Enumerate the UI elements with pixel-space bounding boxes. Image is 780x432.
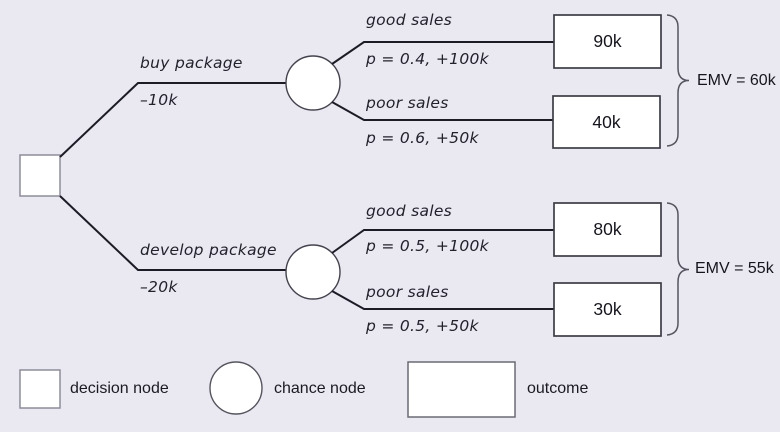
- branch-cost-develop-package: –20k: [140, 278, 178, 296]
- outcome-box-80k: [553, 202, 662, 257]
- emv-label-buy: EMV = 60k: [697, 72, 776, 89]
- branch-line-buy-package: [59, 82, 286, 158]
- emv-label-develop: EMV = 55k: [695, 260, 774, 277]
- branch-label-buy-package: buy package: [140, 54, 243, 72]
- outcome-value-30k: 30k: [593, 299, 622, 319]
- outcome-box-30k: [553, 282, 662, 337]
- branch-cost-buy-package: –10k: [140, 91, 178, 109]
- branch-label-develop-package: develop package: [140, 241, 277, 259]
- outcome-line-buy-poor: [331, 101, 553, 121]
- probability-label-buy-good: p = 0.4, +100k: [366, 50, 489, 68]
- decision-node-square: [19, 154, 61, 197]
- outcome-value-40k: 40k: [592, 111, 621, 132]
- outcome-value-80k: 80k: [593, 219, 622, 239]
- outcome-box-90k: [553, 14, 662, 69]
- legend-label-chance-node: chance node: [274, 380, 366, 397]
- legend-decision-square: [19, 369, 61, 409]
- outcome-label-develop-poor: poor sales: [366, 283, 449, 301]
- outcome-label-develop-good: good sales: [366, 202, 453, 220]
- brace-emv-develop: [666, 202, 690, 336]
- probability-label-buy-poor: p = 0.6, +50k: [366, 129, 479, 147]
- outcome-line-develop-good: [331, 229, 554, 254]
- chance-node-circle-develop: [285, 244, 341, 300]
- legend-outcome-rect: [407, 361, 516, 418]
- outcome-line-buy-good: [331, 41, 554, 65]
- outcome-line-develop-poor: [331, 290, 554, 310]
- legend-chance-circle: [209, 361, 263, 415]
- legend-label-decision-node: decision node: [70, 380, 169, 397]
- outcome-label-buy-good: good sales: [366, 11, 453, 29]
- outcome-value-90k: 90k: [593, 31, 622, 51]
- probability-label-develop-good: p = 0.5, +100k: [366, 237, 489, 255]
- branch-line-develop-package: [59, 195, 287, 271]
- legend-label-outcome: outcome: [527, 380, 589, 397]
- outcome-box-40k: [552, 95, 661, 149]
- brace-emv-buy: [666, 14, 690, 147]
- chance-node-circle-buy: [285, 55, 341, 111]
- probability-label-develop-poor: p = 0.5, +50k: [366, 317, 479, 335]
- outcome-label-buy-poor: poor sales: [366, 94, 449, 112]
